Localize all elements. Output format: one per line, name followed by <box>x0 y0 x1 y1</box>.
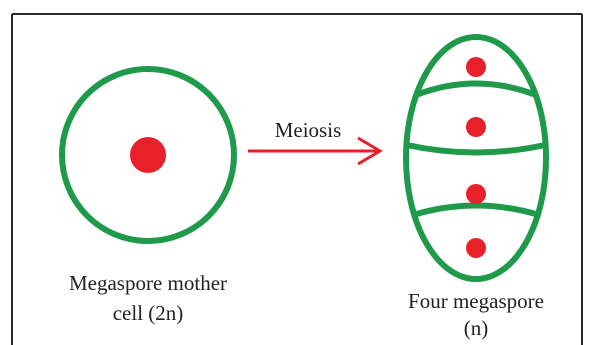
mother-cell-wall <box>59 66 237 244</box>
four-megaspores <box>403 34 549 282</box>
megaspore-label-line-1: Four megaspore <box>408 289 544 313</box>
megaspore-nucleus-1 <box>466 57 486 77</box>
megaspore-nucleus-2 <box>466 117 486 137</box>
frame <box>11 13 583 345</box>
megaspore-nucleus-4 <box>466 238 486 258</box>
arrow-label: Meiosis <box>275 118 342 142</box>
meiosis-arrow <box>248 136 383 166</box>
megaspore-label-line-2: (n) <box>464 316 489 340</box>
mother-cell-label-line-1: Megaspore mother <box>69 271 227 295</box>
mother-cell-label-line-2: cell (2n) <box>113 301 184 325</box>
megaspore-nucleus-3 <box>466 184 486 204</box>
megaspore-wall-3 <box>412 202 540 218</box>
megaspore-wall-2 <box>406 142 546 156</box>
mother-cell-nucleus <box>130 137 166 173</box>
megaspore-mother-cell <box>59 66 237 244</box>
arrow-head <box>357 136 383 166</box>
megaspore-outline <box>403 34 549 282</box>
megaspore-wall-1 <box>414 80 538 98</box>
